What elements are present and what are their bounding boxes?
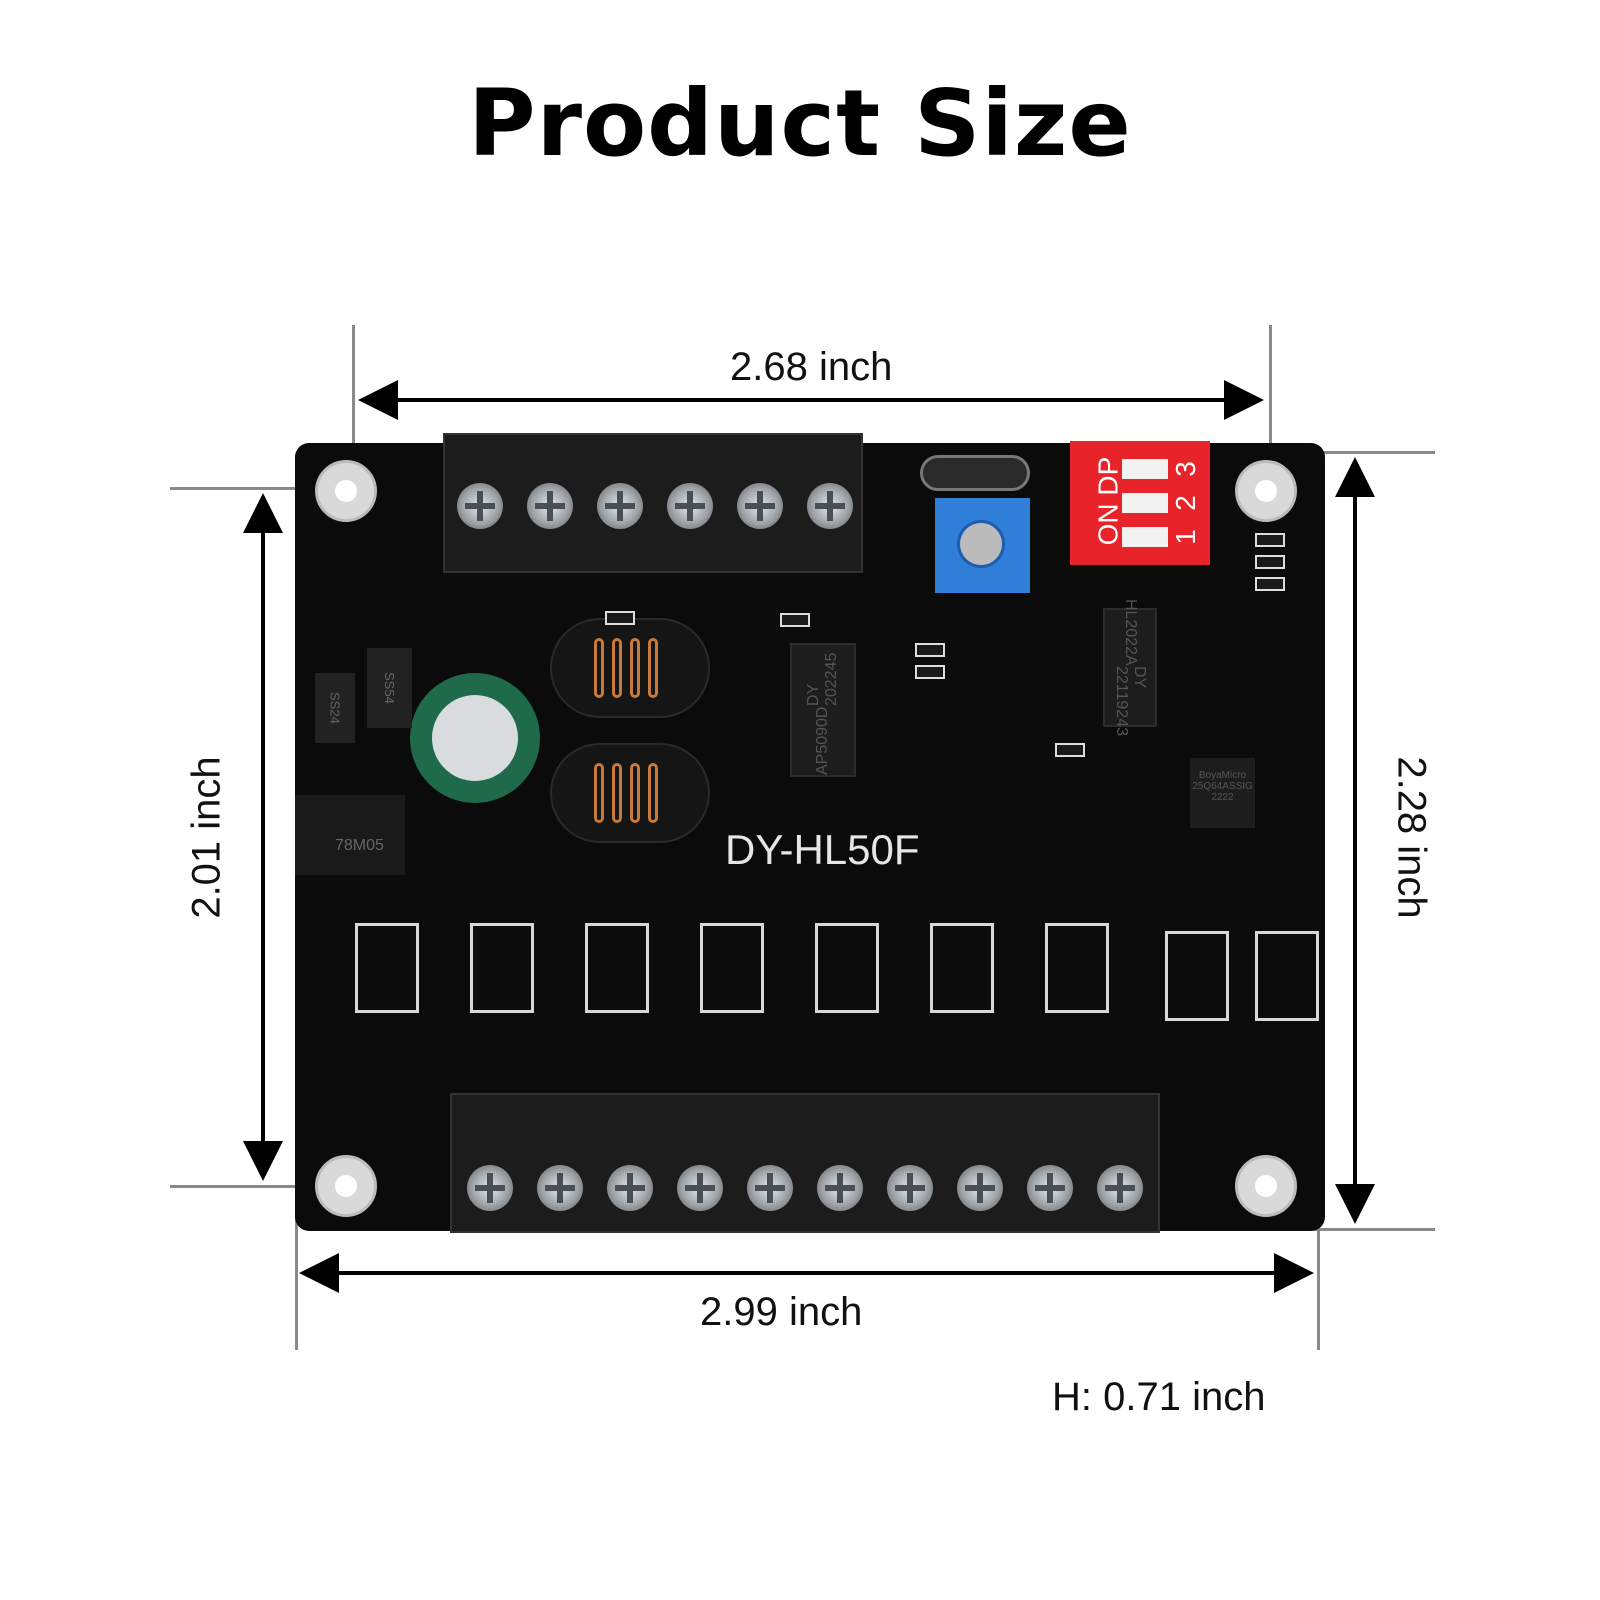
screw-icon [537, 1165, 583, 1211]
potentiometer [935, 498, 1030, 593]
optocoupler [1165, 931, 1229, 1021]
dip-toggle-1[interactable] [1122, 527, 1168, 547]
screw-icon [807, 483, 853, 529]
screw-icon [737, 483, 783, 529]
screw-icon [467, 1165, 513, 1211]
inductor [550, 618, 710, 718]
diode-ss54: SS54 [367, 648, 412, 728]
screw-icon [1097, 1165, 1143, 1211]
screw-icon [887, 1165, 933, 1211]
optocoupler [470, 923, 534, 1013]
dip-switch[interactable]: ON DP 3 2 1 [1070, 441, 1210, 565]
bottom-terminal-block [450, 1093, 1160, 1233]
model-label: DY-HL50F [725, 826, 920, 873]
screw-icon [597, 483, 643, 529]
diode-ss24: SS24 [315, 673, 355, 743]
guide-line-left-top [170, 487, 350, 490]
top-width-label: 2.68 inch [730, 345, 893, 389]
guide-line-right-bottom [1300, 1228, 1435, 1231]
smd-component [1055, 743, 1085, 757]
screw-icon [457, 483, 503, 529]
height-label: H: 0.71 inch [1052, 1375, 1266, 1419]
chip-flash: BoyaMicro 25Q64ASSIG 2222 [1190, 758, 1255, 828]
screw-icon [667, 483, 713, 529]
usb-port [920, 455, 1030, 491]
guide-line-bottom-right [1317, 1210, 1320, 1350]
smd-component [915, 643, 945, 657]
optocoupler [815, 923, 879, 1013]
guide-line-top-right [1269, 325, 1272, 485]
screw-icon [957, 1165, 1003, 1211]
chip-marking: 25Q64ASSIG 2222 [1192, 781, 1253, 803]
smd-component [1255, 555, 1285, 569]
inductor [550, 743, 710, 843]
screw-icon [817, 1165, 863, 1211]
screw-icon [747, 1165, 793, 1211]
page-title: Product Size [468, 70, 1132, 177]
smd-component [915, 665, 945, 679]
mounting-hole [1235, 1155, 1297, 1217]
smd-component [605, 611, 635, 625]
top-terminal-block [443, 433, 863, 573]
chip-marking: HL2022A [1122, 599, 1139, 666]
optocoupler [585, 923, 649, 1013]
potentiometer-knob-icon [957, 520, 1005, 568]
optocoupler [930, 923, 994, 1013]
guide-line-left-bottom [170, 1185, 350, 1188]
smd-component [1255, 533, 1285, 547]
regulator: 78M05 [295, 795, 405, 875]
bottom-width-label: 2.99 inch [700, 1290, 863, 1334]
optocoupler [355, 923, 419, 1013]
electrolytic-capacitor [410, 673, 540, 803]
optocoupler [700, 923, 764, 1013]
guide-line-right-top [1300, 451, 1435, 454]
dip-toggle-3[interactable] [1122, 459, 1168, 479]
guide-line-bottom-left [295, 1210, 298, 1350]
mounting-hole [315, 1155, 377, 1217]
screw-icon [677, 1165, 723, 1211]
smd-component [780, 613, 810, 627]
mounting-hole [315, 460, 377, 522]
chip-marking: DY 22119243 [1113, 665, 1148, 736]
screw-icon [527, 483, 573, 529]
optocoupler [1255, 931, 1319, 1021]
smd-component [1255, 577, 1285, 591]
guide-line-top-left [352, 325, 355, 485]
chip-marking: BoyaMicro [1198, 770, 1247, 781]
screw-icon [607, 1165, 653, 1211]
left-height-label: 2.01 inch [184, 756, 229, 919]
optocoupler [1045, 923, 1109, 1013]
screw-icon [1027, 1165, 1073, 1211]
dip-toggle-2[interactable] [1122, 493, 1168, 513]
right-height-label: 2.28 inch [1389, 756, 1434, 919]
mounting-hole [1235, 460, 1297, 522]
